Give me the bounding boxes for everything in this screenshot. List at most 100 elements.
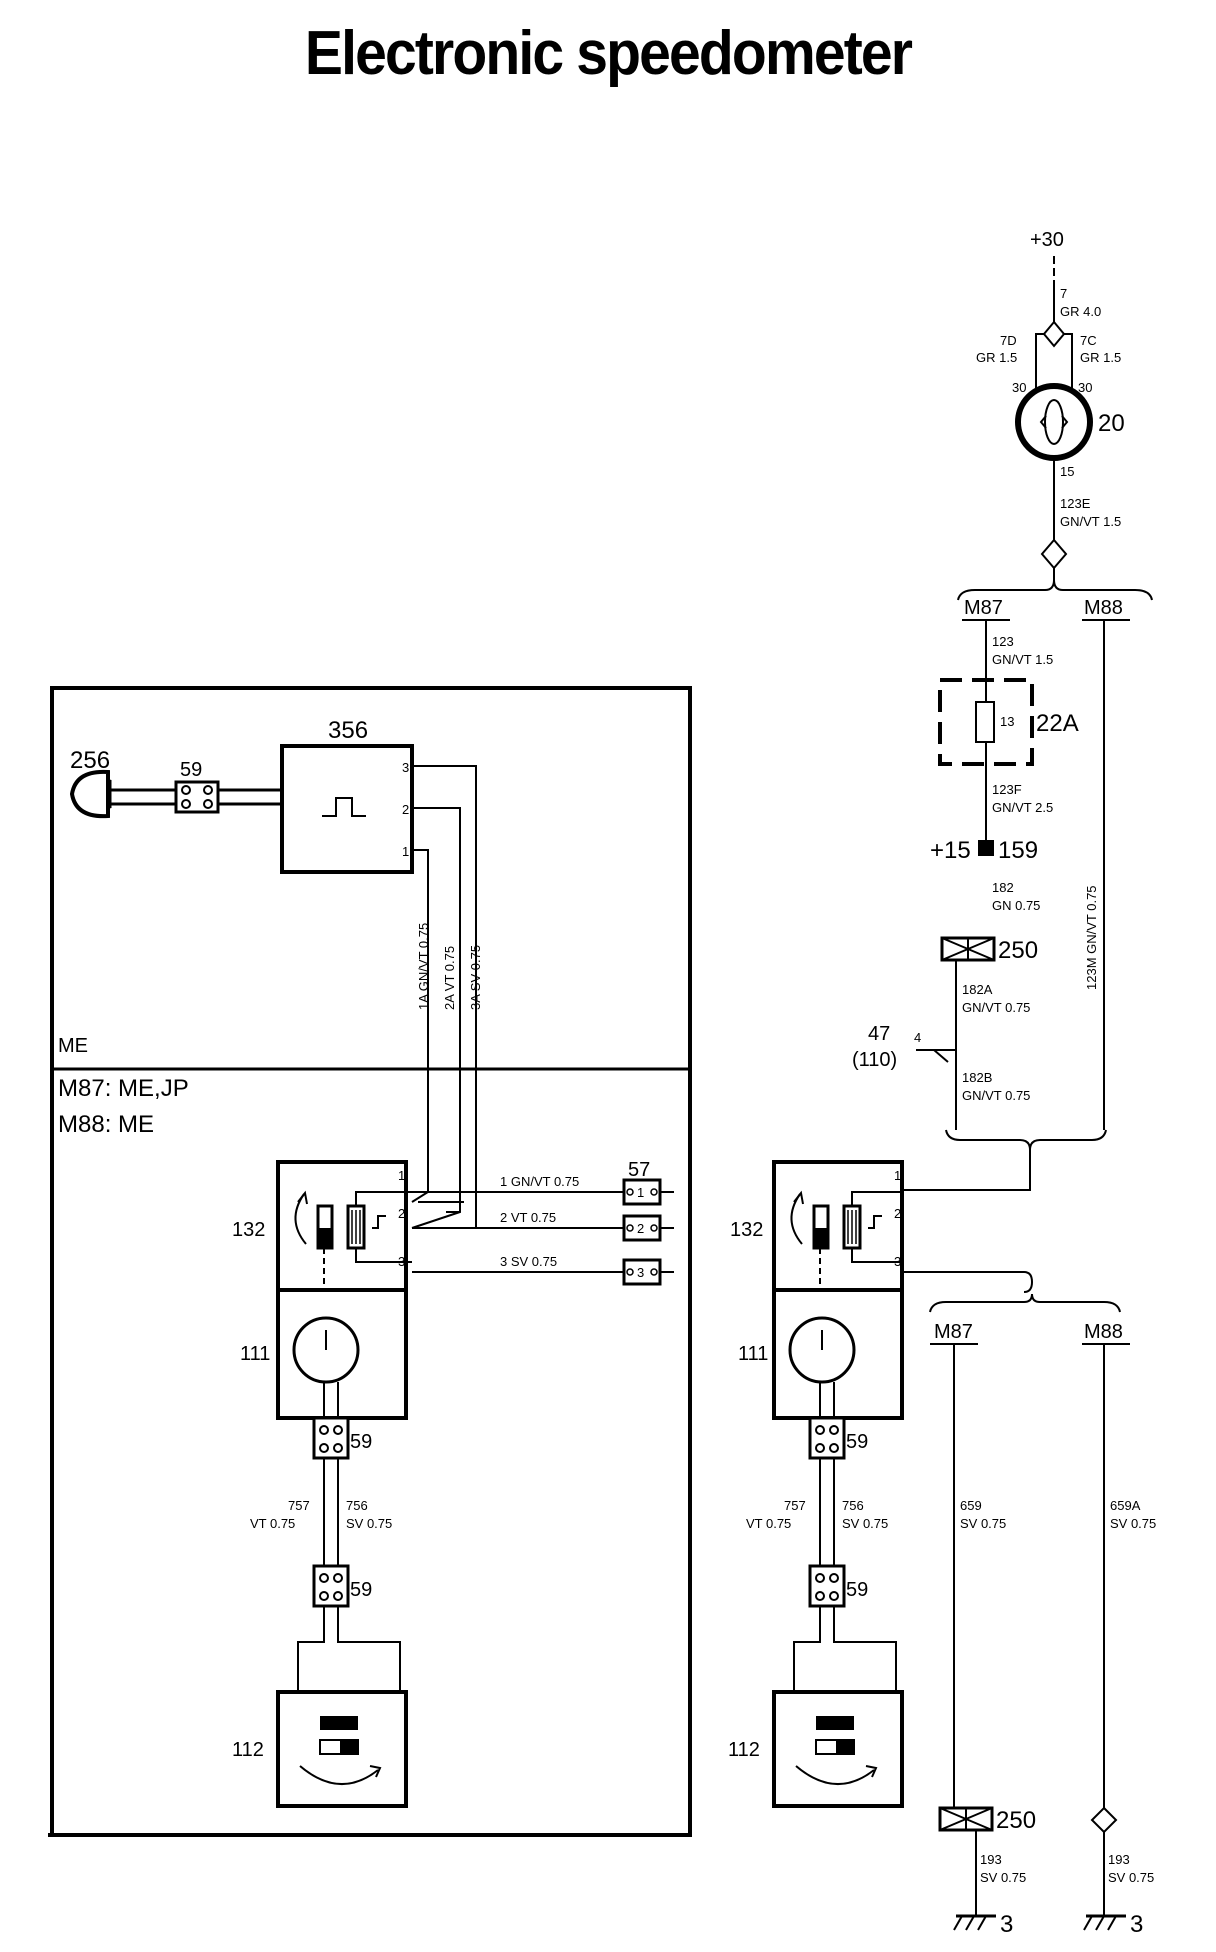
label-plus15: +15 — [930, 837, 971, 864]
fuse-label: 22A — [1036, 710, 1079, 737]
wire-182b-id: 182B — [962, 1070, 992, 1085]
wire-123e-spec: GN/VT 1.5 — [1060, 514, 1121, 529]
wire-182a-spec: GN/VT 0.75 — [962, 1000, 1030, 1015]
left-coil-pin-1: 1 — [398, 1168, 405, 1183]
wire-659-id: 659 — [960, 1498, 982, 1513]
right-connector-59b-label: 59 — [846, 1579, 868, 1601]
left-wire-757-id: 757 — [288, 1498, 310, 1513]
wire-659-spec: SV 0.75 — [960, 1516, 1006, 1531]
left-coil-pin-2: 2 — [398, 1206, 405, 1221]
label-m87-bottom: M87 — [934, 1321, 973, 1343]
wire-123f-id: 123F — [992, 782, 1022, 797]
wire-193-right-spec: SV 0.75 — [1108, 1870, 1154, 1885]
splice-diamond-top — [1042, 320, 1066, 348]
connector-250-bottom-label: 250 — [996, 1807, 1036, 1834]
sensor-256-label: 256 — [70, 747, 110, 774]
wire-1: 1 GN/VT 0.75 — [500, 1174, 579, 1189]
pin-30-right: 30 — [1078, 380, 1092, 395]
connector-110-label: (110) — [852, 1049, 897, 1071]
sensor-256 — [69, 769, 176, 819]
label-me: ME — [58, 1035, 88, 1057]
connector-57-pin-2: 2 — [637, 1221, 644, 1236]
connector-57 — [622, 1178, 674, 1286]
wire-7d-spec: GR 1.5 — [976, 350, 1017, 365]
wire-3a: 3A SV 0.75 — [468, 945, 483, 1010]
label-m88-bottom: M88 — [1084, 1321, 1123, 1343]
ground-right-label: 3 — [1130, 1911, 1143, 1938]
connector-250-top-label: 250 — [998, 937, 1038, 964]
right-coil-pin-3: 3 — [894, 1254, 901, 1269]
wire-7d-id: 7D — [1000, 333, 1017, 348]
left-connector-59b-label: 59 — [350, 1579, 372, 1601]
ground-left-label: 3 — [1000, 1911, 1013, 1938]
label-plus30: +30 — [1030, 229, 1064, 251]
wire-182a-id: 182A — [962, 982, 993, 997]
pin-30-left: 30 — [1012, 380, 1026, 395]
left-connector-59a-label: 59 — [350, 1431, 372, 1453]
left-coil-label: 132 — [232, 1219, 265, 1241]
right-wire-756-id: 756 — [842, 1498, 864, 1513]
right-pulse-generator-label: 112 — [728, 1739, 760, 1761]
ignition-switch — [1015, 383, 1093, 461]
splice-diamond-mid — [1040, 538, 1068, 570]
ignition-switch-label: 20 — [1098, 410, 1125, 437]
wire-182b-spec: GN/VT 0.75 — [962, 1088, 1030, 1103]
connector-57-pin-1: 1 — [637, 1185, 644, 1200]
left-coil-pin-3: 3 — [398, 1254, 405, 1269]
left-pulse-generator-label: 112 — [232, 1739, 264, 1761]
speedometer-left — [276, 1160, 412, 1420]
right-wire-757-id: 757 — [784, 1498, 806, 1513]
signal-unit-pin-2: 2 — [402, 802, 409, 817]
wire-2: 2 VT 0.75 — [500, 1210, 556, 1225]
signal-unit-pin-1: 1 — [402, 844, 409, 859]
wire-123m: 123M GN/VT 0.75 — [1084, 885, 1099, 990]
wire-3: 3 SV 0.75 — [500, 1254, 557, 1269]
signal-unit-pin-3: 3 — [402, 760, 409, 775]
connector-57-pin-3: 3 — [637, 1265, 644, 1280]
connector-57-label: 57 — [628, 1159, 650, 1181]
right-connector-59a-label: 59 — [846, 1431, 868, 1453]
wire-7-id: 7 — [1060, 286, 1067, 301]
wire-193-left-spec: SV 0.75 — [980, 1870, 1026, 1885]
connector-250-top — [940, 936, 996, 962]
wire-659a-spec: SV 0.75 — [1110, 1516, 1156, 1531]
me-frame: ME M87: ME,JP M88: ME — [48, 686, 692, 1837]
supply-chain: +30 7 GR 4.0 7D GR 1.5 7C GR 1.5 30 30 2… — [852, 229, 1153, 1191]
left-wire-756-spec: SV 0.75 — [346, 1516, 392, 1531]
speedometer-right — [772, 1160, 904, 1420]
wire-7c-spec: GR 1.5 — [1080, 350, 1121, 365]
wire-182-id: 182 — [992, 880, 1014, 895]
label-variant-m88: M88: ME — [58, 1111, 154, 1138]
wire-123-id: 123 — [992, 634, 1014, 649]
left-wire-756-id: 756 — [346, 1498, 368, 1513]
label-m87-top: M87 — [964, 597, 1003, 619]
wire-193-left-id: 193 — [980, 1852, 1002, 1867]
ground-left-icon — [953, 1914, 996, 1931]
wire-7c-id: 7C — [1080, 333, 1097, 348]
wire-193-right-id: 193 — [1108, 1852, 1130, 1867]
wire-123-spec: GN/VT 1.5 — [992, 652, 1053, 667]
right-instrument-label: 111 — [738, 1343, 768, 1365]
wire-123e-id: 123E — [1060, 496, 1091, 511]
right-lower-chain — [772, 1382, 904, 1808]
label-variant-m87: M87: ME,JP — [58, 1075, 189, 1102]
connector-59-sensor — [174, 780, 220, 814]
connector-159-block — [978, 840, 994, 856]
connector-47-label: 47 — [868, 1023, 890, 1045]
fuse-element — [975, 701, 995, 743]
connector-250-bottom — [938, 1806, 994, 1832]
right-coil-label: 132 — [730, 1219, 763, 1241]
left-instrument-label: 111 — [240, 1343, 270, 1365]
wire-7-spec: GR 4.0 — [1060, 304, 1101, 319]
wire-1a: 1A GN/VT 0.75 — [416, 923, 431, 1010]
wire-659a-id: 659A — [1110, 1498, 1141, 1513]
left-lower-chain — [276, 1382, 408, 1808]
signal-unit-356-label: 356 — [328, 717, 368, 744]
pin-15: 15 — [1060, 464, 1074, 479]
right-coil-pin-2: 2 — [894, 1206, 901, 1221]
splice-diamond-bottom — [1090, 1806, 1118, 1834]
wire-182-spec: GN 0.75 — [992, 898, 1040, 913]
ground-right-icon — [1083, 1914, 1126, 1931]
connector-159-label: 159 — [998, 837, 1038, 864]
